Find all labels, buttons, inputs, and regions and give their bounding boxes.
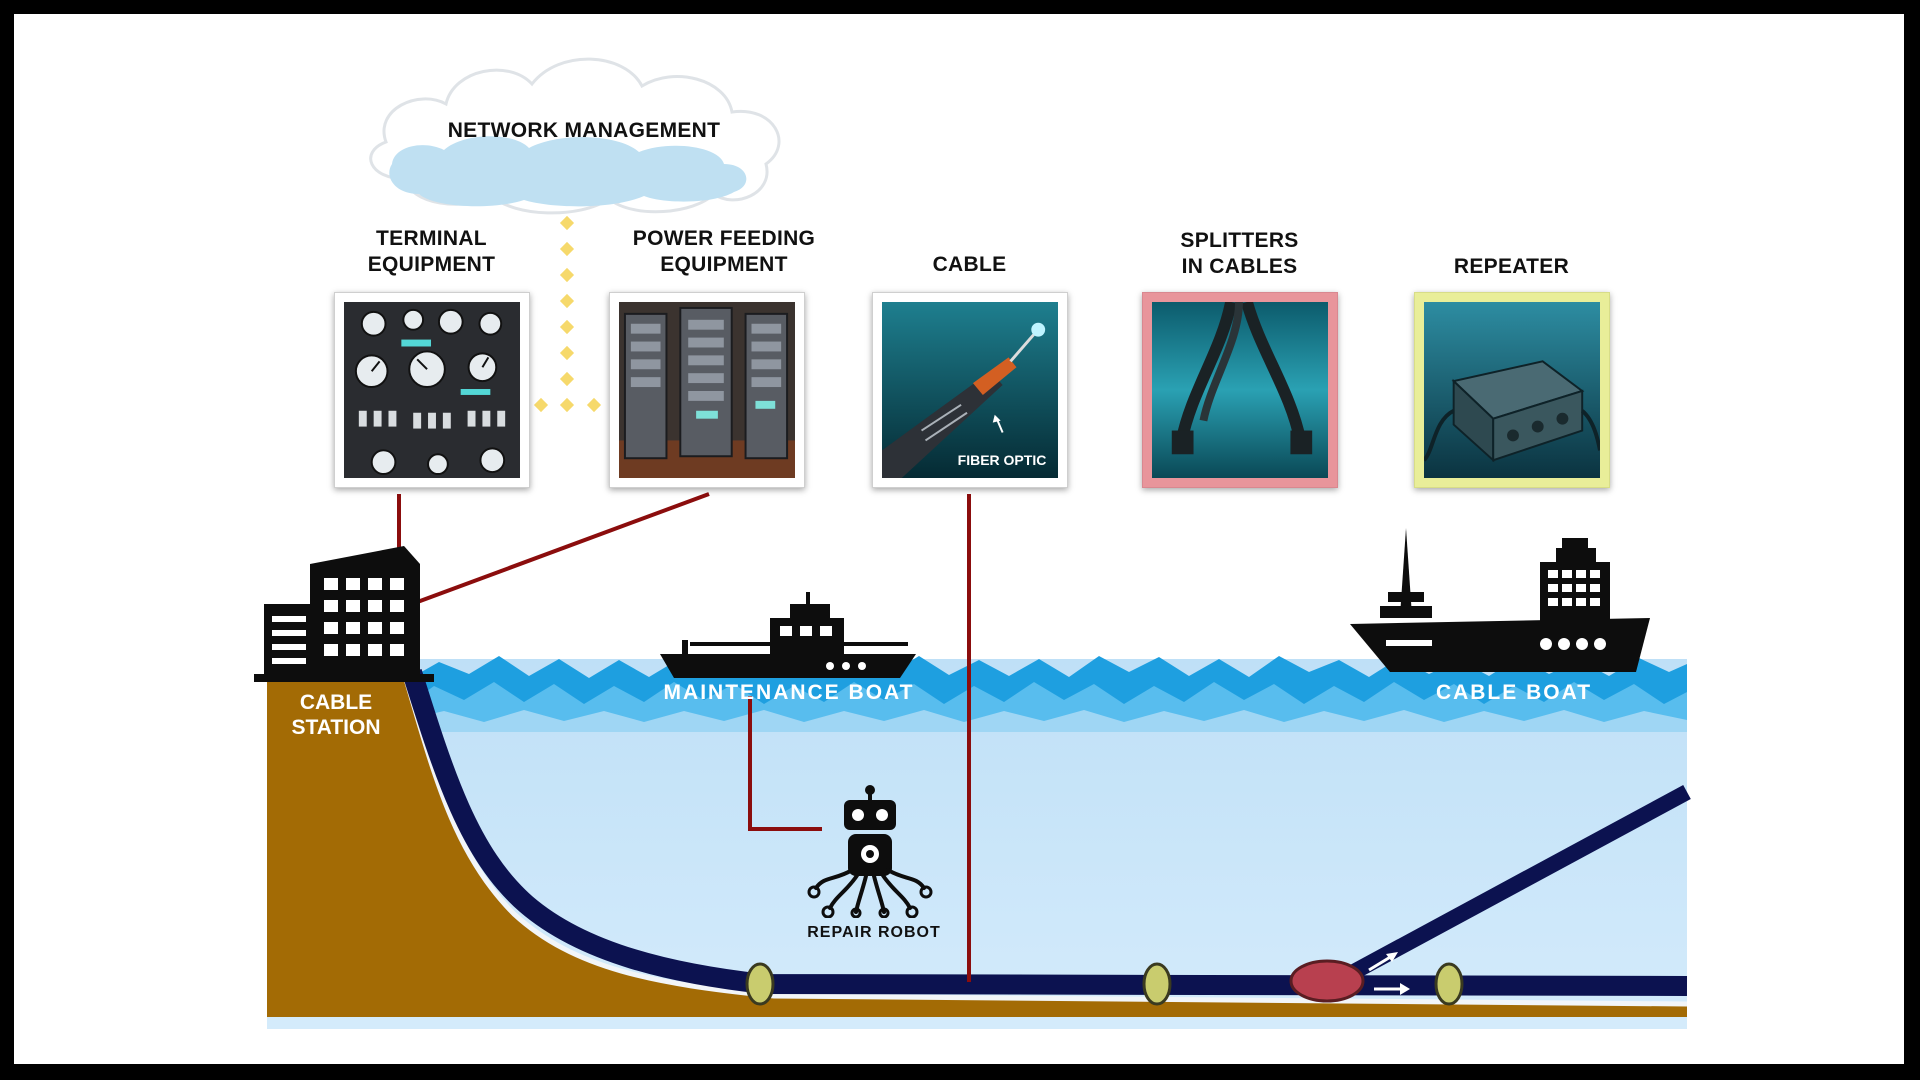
seabed [267,679,1687,1017]
cable-label: CABLE [932,253,1007,276]
repeater-card [1414,292,1610,488]
power-link [411,492,710,606]
management-link [533,189,602,413]
network-management-title: NETWORK MANAGEMENT [447,119,721,142]
fiber-optic-image: FIBER OPTIC [882,302,1058,478]
repeater-3 [1434,962,1464,1006]
repeater-image [1424,302,1600,478]
building-icon [254,546,434,682]
splitters-image [1152,302,1328,478]
repeater-1 [745,962,775,1006]
ship-icon [1350,528,1650,672]
robot-icon [807,785,933,918]
fiber-optic-caption: FIBER OPTIC [957,452,1047,468]
wave-front [409,682,1687,726]
power-feeding-card [609,292,805,488]
server-racks-image [619,302,795,478]
boat-icon [660,592,916,678]
cable-card: FIBER OPTIC [872,292,1068,488]
repeater-label: REPEATER [1453,255,1570,278]
repeaters [745,962,1464,1006]
scene-illustration [267,57,1691,1029]
submarine-cable [402,669,1688,996]
terminal-equipment-card [334,292,530,488]
splitters-card [1142,292,1338,488]
cable-branch [1335,784,1691,988]
maintenance-boat-label: MAINTENANCE BOAT [663,681,915,704]
robot-link [748,696,822,831]
repeater-2 [1142,962,1172,1006]
arrow-icon [1368,952,1410,995]
splitter-unit [1289,959,1365,1003]
control-panel-image [344,302,520,478]
repair-robot-label: REPAIR ROBOT [807,924,941,941]
wave-foam [409,710,1687,732]
cable-boat-label: CABLE BOAT [1435,681,1593,704]
seabed-edge [403,678,1688,1007]
cloud-icon [369,57,781,215]
